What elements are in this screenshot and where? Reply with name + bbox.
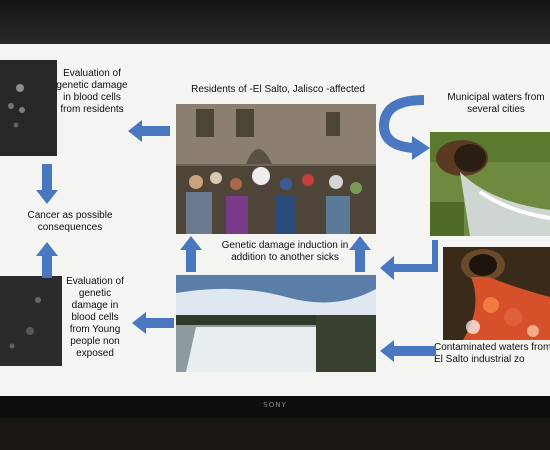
projected-slide: Evaluation of genetic damage in blood ce… [0, 44, 550, 396]
monitor-top-bezel [0, 0, 550, 44]
genetic-damage-text: Genetic damage induction in addition to … [221, 240, 349, 263]
curved-arrow-municipal-icon [378, 95, 430, 160]
arrow-from-contaminated-icon [380, 340, 436, 362]
monitor-bottom-bezel [0, 396, 550, 418]
monitor-brand-label: SONY [263, 401, 287, 409]
residents-crowd-photo [176, 104, 376, 234]
contaminated-waters-text: Contaminated waters from the El Salto in… [434, 342, 550, 365]
bottom-left-evaluation-text: Evaluation of genetic damage in blood ce… [66, 276, 124, 359]
municipal-waters-text: Municipal waters from several cities [447, 92, 545, 115]
cancer-text: Cancer as possible consequences [27, 210, 113, 233]
contaminated-foam-photo [443, 247, 550, 340]
arrow-up-to-cancer-icon [36, 242, 58, 278]
arrow-up-right-icon [349, 236, 371, 272]
arrow-to-bottom-evaluation-icon [132, 312, 174, 334]
top-left-evaluation-text: Evaluation of genetic damage in blood ce… [56, 68, 128, 115]
waterfall-photo [176, 275, 376, 372]
municipal-pipe-photo [430, 132, 550, 236]
arrow-down-to-cancer-icon [36, 164, 58, 204]
cell-micrograph-young-people [0, 276, 62, 366]
table-surface [0, 418, 550, 450]
elbow-arrow-icon [380, 240, 438, 280]
arrow-up-left-icon [180, 236, 202, 272]
residents-title: Residents of -El Salto, Jalisco -affecte… [191, 84, 365, 95]
cell-micrograph-residents [0, 60, 57, 156]
arrow-to-top-evaluation-icon [128, 120, 170, 142]
